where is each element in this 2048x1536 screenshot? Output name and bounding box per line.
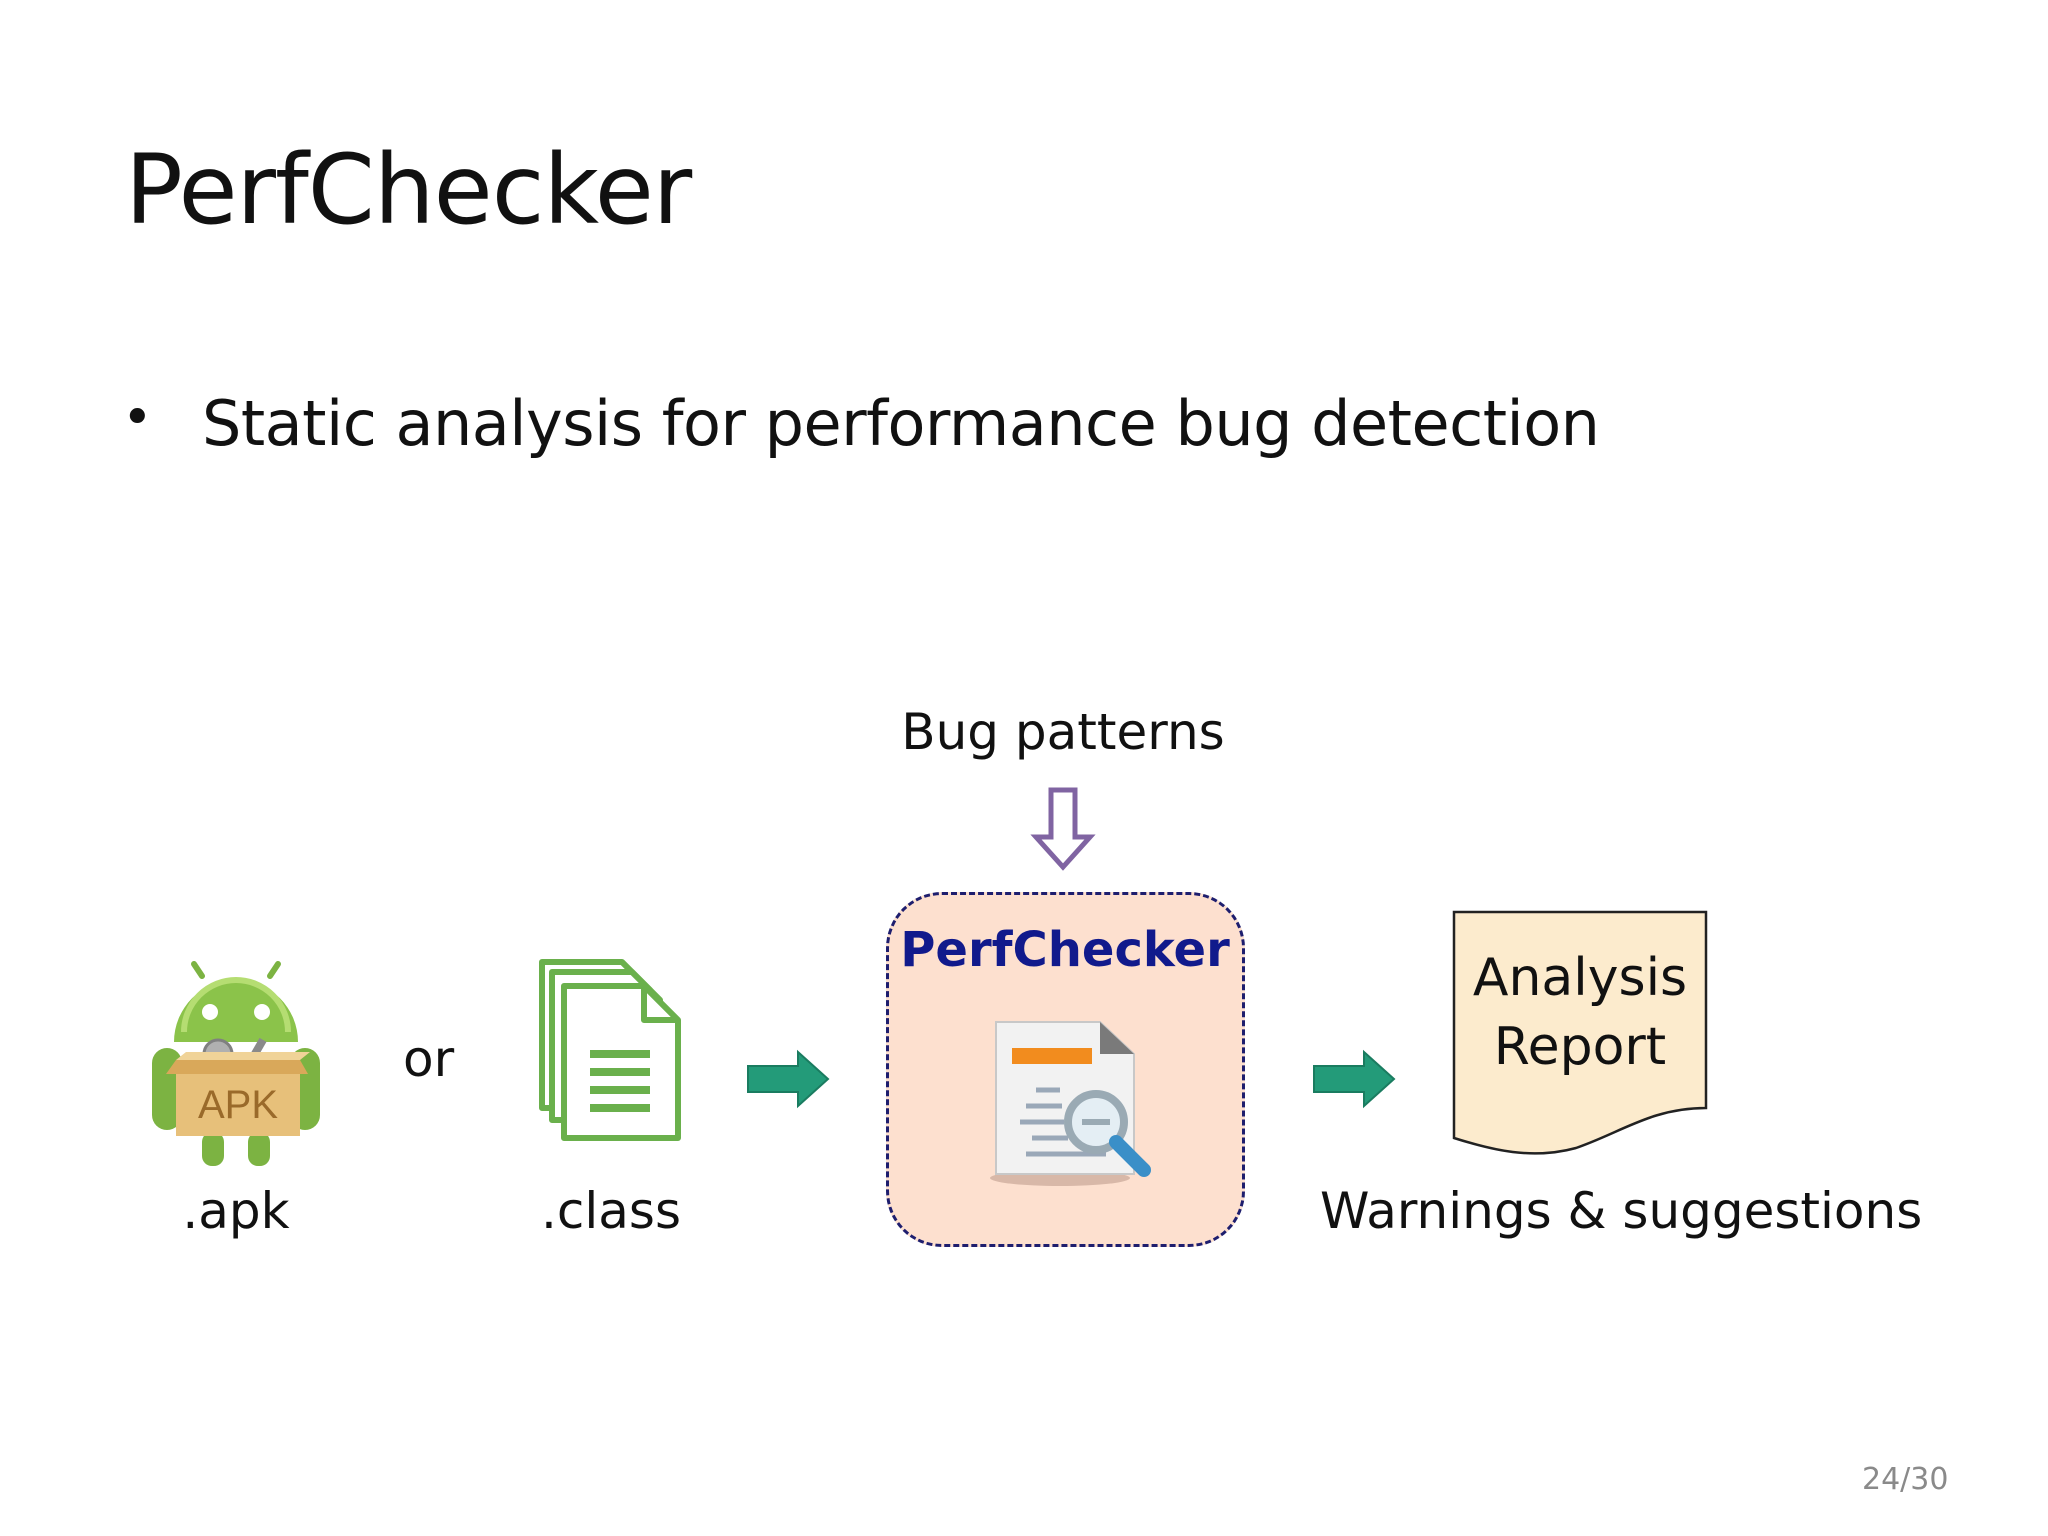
bug-patterns-label: Bug patterns [901,703,1225,761]
bullet-dot: • [122,388,153,448]
document-stack-icon [539,959,681,1141]
report-line: Report [1493,1016,1667,1077]
report-line: Analysis [1472,948,1688,1008]
analysis-report-text: Analysis Report [1450,944,1710,1081]
slide-title: PerfChecker [125,134,692,246]
hollow-down-arrow-icon [1030,787,1096,871]
analysis-report-document [1452,910,1708,1155]
right-arrow-icon [1313,1049,1396,1109]
bullet-text: Static analysis for performance bug dete… [202,387,1600,460]
apk-badge-text: APK [198,1083,278,1127]
android-apk-box-icon: APK [152,961,320,1166]
apk-label: .apk [182,1182,290,1240]
perfchecker-box-title: PerfChecker [900,922,1230,978]
page-number: 24/30 [1862,1462,1949,1497]
right-arrow-icon [747,1049,830,1109]
document-magnifier-icon [990,1021,1151,1186]
warnings-suggestions-label: Warnings & suggestions [1320,1182,1923,1240]
class-label: .class [540,1182,682,1240]
or-label: or [403,1030,455,1088]
